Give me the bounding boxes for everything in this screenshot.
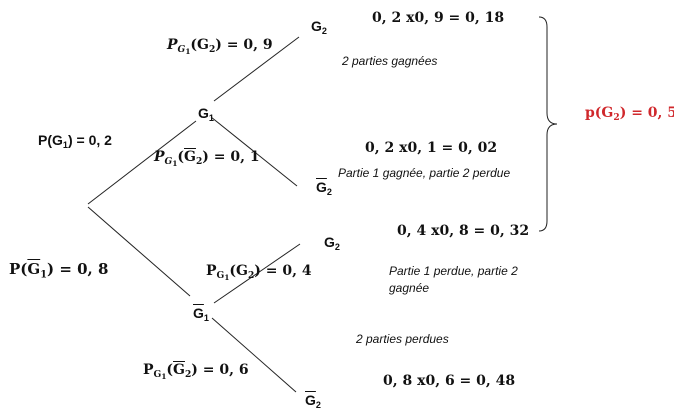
node-not-g1: G1 [193,305,209,324]
note-two-won: 2 parties gagnées [342,54,438,68]
prob-g1-label: P(G1) = 0, 2 [38,132,112,151]
prob-not-g2-given-g1-label: PG1(G2) = 0, 1 [154,149,260,168]
branch-root-notg1 [87,206,191,297]
curly-brace [538,16,558,232]
branch-notg1-g2 [213,243,301,304]
product-not-g1-g2: 0, 4 x0, 8 = 0, 32 [397,223,530,239]
branch-root-g1 [87,120,197,205]
note-first-won-second-lost: Partie 1 gagnée, partie 2 perdue [338,166,511,180]
product-g1-g2: 0, 2 x0, 9 = 0, 18 [372,10,505,26]
prob-g2-given-not-g1-label: PG1(G2) = 0, 4 [206,263,312,282]
leaf-not-g2-upper: G2 [316,179,332,198]
note-first-lost-second-won: Partie 1 perdue, partie 2 gagnée [389,264,518,295]
note-two-lost: 2 parties perdues [356,332,449,346]
leaf-g2-top: G2 [311,18,327,37]
branch-g1-g2 [213,36,300,102]
product-g1-not-g2: 0, 2 x0, 1 = 0, 02 [365,140,498,156]
node-g1: G1 [198,105,214,124]
leaf-g2-lower: G2 [324,234,340,253]
prob-g2-given-g1-label: PG1(G2) = 0, 9 [167,37,273,56]
result-p-g2: p(G2) = 0, 5 [585,105,674,124]
leaf-not-g2-bottom: G2 [305,392,321,411]
branch-g1-notg2 [210,116,298,187]
branch-notg1-notg2 [211,317,297,393]
prob-not-g1-label: P(G1) = 0, 8 [9,260,109,281]
prob-not-g2-given-not-g1-label: PG1(G2) = 0, 6 [143,362,249,381]
product-not-g1-not-g2: 0, 8 x0, 6 = 0, 48 [383,373,516,389]
